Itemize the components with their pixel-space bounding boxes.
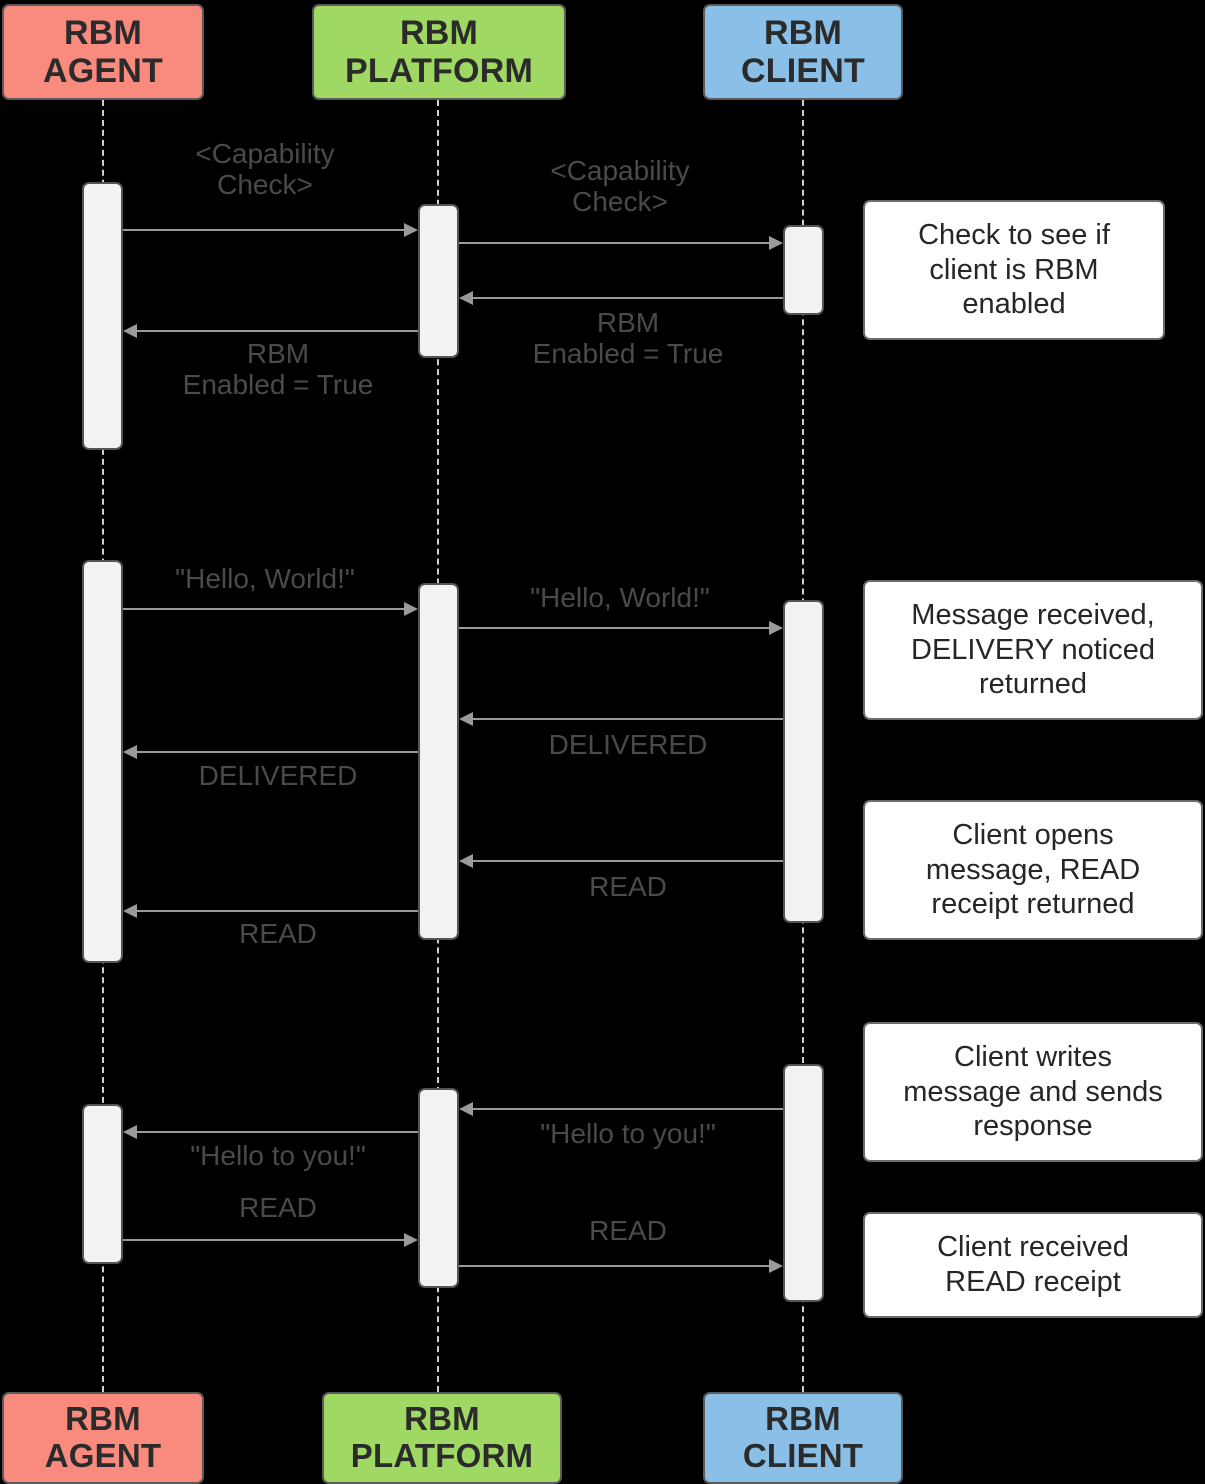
message-arrowhead-m2 <box>769 236 783 250</box>
message-arrowhead-m12 <box>123 1125 137 1139</box>
note-3: Client opens message, READ receipt retur… <box>863 800 1203 940</box>
message-label-m13: READ <box>239 1192 317 1223</box>
note-5: Client received READ receipt <box>863 1212 1203 1318</box>
activation-platform-3[interactable] <box>418 1088 459 1288</box>
message-arrowhead-m1 <box>404 223 418 237</box>
message-arrowhead-m3 <box>459 291 473 305</box>
actor-footer-client-line2: CLIENT <box>742 1437 864 1474</box>
activation-agent-1[interactable] <box>82 182 123 450</box>
note-1: Check to see if client is RBM enabled <box>863 200 1165 340</box>
message-label-m6: "Hello, World!" <box>530 582 710 613</box>
message-line-m10 <box>137 910 418 912</box>
activation-client-1[interactable] <box>783 225 824 315</box>
message-arrowhead-m5 <box>404 602 418 616</box>
message-label-m8: DELIVERED <box>198 760 358 791</box>
message-arrowhead-m6 <box>769 621 783 635</box>
actor-footer-agent[interactable]: RBM AGENT <box>2 1392 204 1484</box>
message-arrowhead-m4 <box>123 324 137 338</box>
message-arrowhead-m14 <box>769 1259 783 1273</box>
actor-header-platform[interactable]: RBM PLATFORM <box>312 4 566 100</box>
actor-header-agent-line2: AGENT <box>43 52 163 90</box>
message-label-m14: READ <box>589 1215 667 1246</box>
actor-header-platform-line1: RBM <box>399 13 479 52</box>
activation-client-3[interactable] <box>783 1064 824 1302</box>
message-arrowhead-m10 <box>123 904 137 918</box>
message-line-m2 <box>459 242 769 244</box>
message-line-m4 <box>137 330 418 332</box>
message-label-m3: RBM Enabled = True <box>532 307 724 370</box>
message-line-m12 <box>137 1131 418 1133</box>
message-line-m6 <box>459 627 769 629</box>
actor-footer-platform-line2: PLATFORM <box>350 1437 534 1474</box>
actor-header-client-line2: CLIENT <box>741 52 865 90</box>
actor-footer-client[interactable]: RBM CLIENT <box>703 1392 903 1484</box>
message-arrowhead-m9 <box>459 854 473 868</box>
message-line-m8 <box>137 751 418 753</box>
message-label-m9: READ <box>589 871 667 902</box>
message-label-m4: RBM Enabled = True <box>182 338 374 401</box>
message-line-m14 <box>459 1265 769 1267</box>
activation-platform-2[interactable] <box>418 583 459 940</box>
message-line-m1 <box>123 229 404 231</box>
message-line-m9 <box>473 860 783 862</box>
message-arrowhead-m11 <box>459 1102 473 1116</box>
actor-footer-client-line1: RBM <box>765 1400 841 1438</box>
message-label-m10: READ <box>239 918 317 949</box>
actor-footer-agent-line2: AGENT <box>44 1437 162 1474</box>
actor-header-agent-line1: RBM <box>63 13 143 52</box>
message-label-m11: "Hello to you!" <box>540 1118 716 1149</box>
message-label-m12: "Hello to you!" <box>190 1140 366 1171</box>
actor-header-client-line1: RBM <box>763 13 843 52</box>
actor-footer-agent-line1: RBM <box>65 1400 141 1438</box>
message-arrowhead-m13 <box>404 1233 418 1247</box>
message-line-m7 <box>473 718 783 720</box>
actor-header-client[interactable]: RBM CLIENT <box>703 4 903 100</box>
message-label-m1: <Capability Check> <box>195 138 335 201</box>
message-arrowhead-m8 <box>123 745 137 759</box>
message-line-m3 <box>473 297 783 299</box>
message-arrowhead-m7 <box>459 712 473 726</box>
activation-platform-1[interactable] <box>418 204 459 358</box>
activation-agent-2[interactable] <box>82 560 123 963</box>
note-4: Client writes message and sends response <box>863 1022 1203 1162</box>
activation-agent-3[interactable] <box>82 1104 123 1264</box>
message-label-m5: "Hello, World!" <box>175 563 355 594</box>
note-2: Message received, DELIVERY noticed retur… <box>863 580 1203 720</box>
actor-footer-platform[interactable]: RBM PLATFORM <box>322 1392 562 1484</box>
activation-client-2[interactable] <box>783 600 824 923</box>
message-label-m7: DELIVERED <box>548 729 708 760</box>
message-line-m11 <box>473 1108 783 1110</box>
actor-footer-platform-line1: RBM <box>404 1400 480 1438</box>
actor-header-agent[interactable]: RBM AGENT <box>2 4 204 100</box>
message-line-m13 <box>123 1239 404 1241</box>
message-label-m2: <Capability Check> <box>550 155 690 218</box>
actor-header-platform-line2: PLATFORM <box>345 52 533 90</box>
message-line-m5 <box>123 608 404 610</box>
